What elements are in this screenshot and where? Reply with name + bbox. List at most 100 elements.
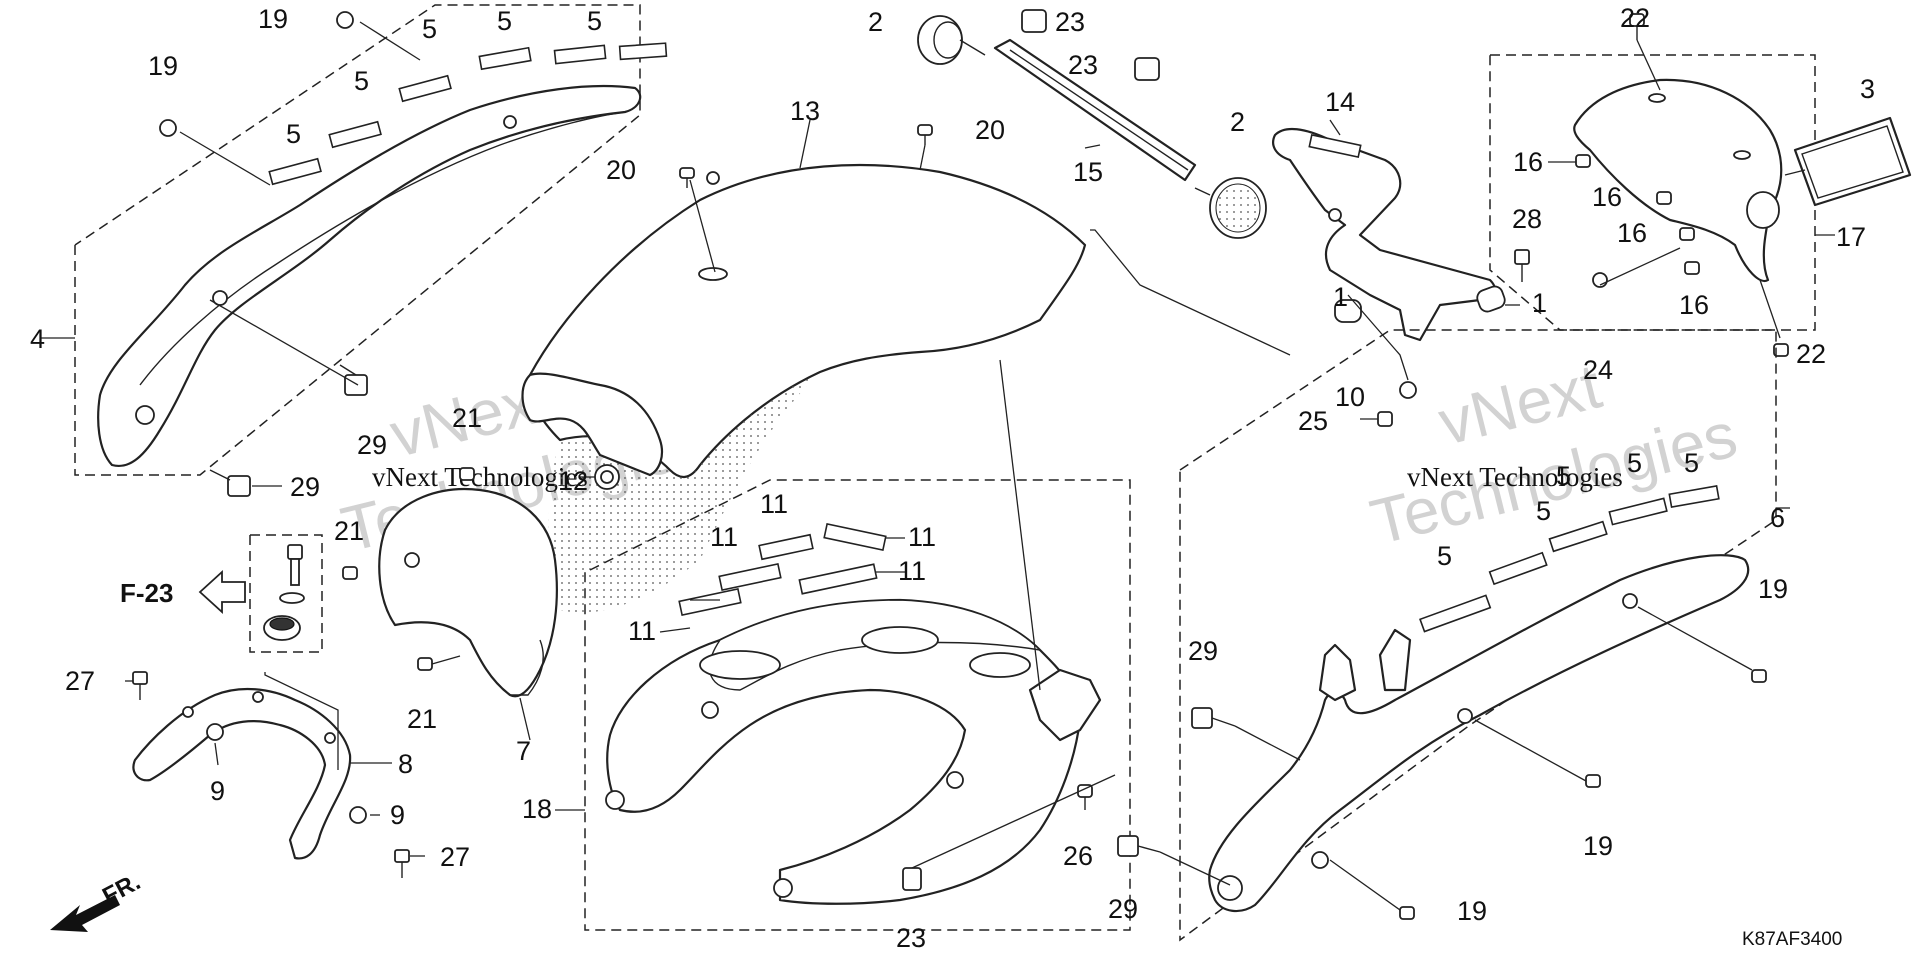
label-strip (1608, 497, 1668, 526)
pad-strip (758, 533, 814, 561)
part-label-29: 29 (1188, 636, 1218, 666)
washer-icon (279, 592, 305, 604)
pad-strip (678, 587, 742, 617)
license-bracket-group (1090, 119, 1530, 427)
label-strip (1488, 551, 1548, 586)
right-rear-cover-group (1117, 329, 1790, 942)
screw-icon (1751, 669, 1767, 683)
lens-plate-icon (1784, 116, 1912, 207)
diagram-code: K87AF3400 (1742, 929, 1842, 950)
leader-line (799, 119, 811, 169)
part-label-29: 29 (290, 472, 320, 502)
screw-icon (1077, 784, 1093, 810)
part-label-23: 23 (1055, 7, 1085, 37)
part-label-29: 29 (1108, 894, 1138, 924)
bracket-group (125, 534, 425, 878)
part-label-15: 15 (1073, 157, 1103, 187)
nut-icon (1134, 57, 1160, 81)
mount-hole (182, 706, 194, 718)
mount-hole (946, 771, 964, 789)
tail-light-group (1489, 13, 1912, 357)
bolt-icon (132, 671, 148, 700)
leader-line (1347, 294, 1409, 381)
rear-fender-group (521, 119, 1087, 613)
part-label-29: 29 (357, 430, 387, 460)
reflector-icon (917, 15, 986, 65)
front-direction-indicator: FR. (50, 868, 145, 932)
leader-line (689, 179, 716, 273)
part-label-8: 8 (398, 749, 413, 779)
label-strip (1308, 133, 1362, 159)
part-label-28: 28 (1512, 204, 1542, 234)
reflector-stay-group (917, 9, 1267, 239)
leader-line (431, 655, 461, 665)
nut-icon (1679, 227, 1695, 241)
left-rear-cover (97, 84, 642, 468)
mount-hole (605, 790, 625, 810)
mount-hole (1311, 851, 1329, 869)
screw-icon (417, 657, 433, 671)
part-label-21: 21 (334, 516, 364, 546)
part-label-1: 1 (1333, 282, 1348, 312)
rear-bracket (132, 687, 352, 860)
mudguard-lip (469, 639, 544, 696)
mount-hole (706, 171, 720, 185)
leader-line (919, 144, 926, 171)
screw-icon (679, 167, 695, 188)
nut-icon (1575, 154, 1591, 168)
watermark-inline-right: vNext Technologies (1407, 462, 1623, 492)
label-strip (1548, 520, 1608, 553)
fender-shading (548, 372, 820, 613)
leader-line (999, 359, 1041, 691)
part-label-23: 23 (896, 923, 926, 953)
leader-line (1159, 851, 1231, 886)
part-label-20: 20 (975, 115, 1005, 145)
screw-icon (336, 11, 354, 29)
bolt-icon (339, 364, 368, 396)
part-label-11: 11 (710, 522, 738, 552)
left-rear-cover-group (40, 4, 668, 497)
socket-opening (1746, 191, 1780, 229)
part-label-24: 24 (1583, 355, 1613, 385)
screw-icon (1629, 13, 1645, 40)
page-reference-label[interactable]: F-23 (120, 578, 173, 608)
part-label-19: 19 (148, 51, 178, 81)
page-reference[interactable]: F-23 (120, 569, 246, 615)
mount-hole (1217, 875, 1243, 901)
part-label-16: 16 (1679, 290, 1709, 320)
part-label-3: 3 (1860, 74, 1875, 104)
label-strip (398, 74, 452, 103)
stay-edge (1009, 49, 1189, 171)
part-label-19: 19 (1758, 574, 1788, 604)
part-label-21: 21 (452, 403, 482, 433)
label-strip (1419, 594, 1492, 633)
mount-hole (503, 115, 517, 129)
part-label-1: 1 (1532, 288, 1547, 318)
leader-line (1474, 719, 1587, 782)
part-label-12: 12 (558, 466, 588, 496)
cover-tab (1318, 643, 1357, 702)
label-strip (478, 46, 532, 71)
label-strip (553, 44, 607, 65)
mount-hole (701, 701, 719, 719)
part-label-16: 16 (1592, 182, 1622, 212)
part-label-5: 5 (1437, 541, 1452, 571)
part-label-11: 11 (898, 556, 926, 586)
cover-tab (1378, 628, 1412, 692)
mount-hole (698, 267, 728, 281)
leader-line (659, 627, 691, 633)
part-label-25: 25 (1298, 406, 1328, 436)
part-label-2: 2 (868, 7, 883, 37)
leader-line (264, 672, 339, 770)
leader-line (214, 742, 219, 766)
part-label-16: 16 (1617, 218, 1647, 248)
grommet-icon (1334, 299, 1362, 323)
screw-icon (459, 467, 475, 481)
part-label-19: 19 (1583, 831, 1613, 861)
mount-hole (404, 552, 420, 568)
part-label-27: 27 (65, 666, 95, 696)
part-label-17: 17 (1836, 222, 1866, 252)
leader-line (1637, 606, 1753, 671)
part-label-11: 11 (908, 522, 936, 552)
part-label-4: 4 (30, 324, 45, 354)
